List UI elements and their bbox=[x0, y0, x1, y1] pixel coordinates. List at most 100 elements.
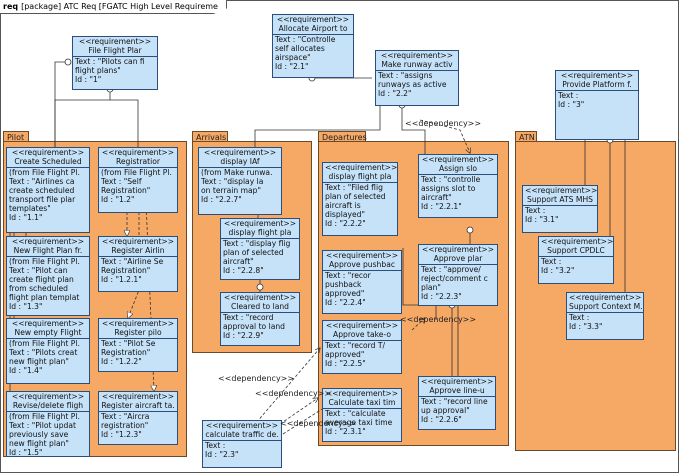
req-text: Text : "approve/ reject/comment c plan" bbox=[421, 265, 488, 292]
containment-line bbox=[402, 248, 418, 306]
req-name: Allocate Airport to bbox=[273, 24, 353, 35]
req-text: Text : "record T/ approved" bbox=[325, 341, 386, 359]
req-calculate-traffic[interactable]: <<requirement>> calculate traffic de. Te… bbox=[202, 420, 282, 468]
req-name: Cleared to land bbox=[221, 302, 299, 313]
req-new-empty-flight[interactable]: <<requirement>> New empty Flight (from F… bbox=[6, 318, 90, 384]
dependency-arrow bbox=[279, 398, 318, 425]
req-new-flight-plan-from[interactable]: <<requirement>> New Flight Plan fr. (fro… bbox=[6, 236, 90, 316]
req-assign-slot[interactable]: <<requirement>> Assign slo Text : "contr… bbox=[418, 154, 498, 218]
req-file-flight-plan[interactable]: <<requirement>> File Flight Plar Text : … bbox=[72, 36, 158, 90]
req-id: Id : "1.2.1" bbox=[101, 275, 142, 284]
containment-anchor bbox=[64, 58, 72, 66]
req-stereotype: <<requirement>> bbox=[325, 251, 399, 260]
req-name: Make runway activ bbox=[376, 60, 458, 71]
req-stereotype: <<requirement>> bbox=[525, 186, 598, 195]
diagram-title: [package] ATC Req [FGATC High Level Requ… bbox=[21, 2, 218, 11]
req-text: (from Make runwa. Text : "display la on … bbox=[201, 168, 273, 195]
req-provide-platform[interactable]: <<requirement>> Provide Platform f. Text… bbox=[555, 70, 639, 140]
req-text: (from File Flight Pl. Text : "Pilot can … bbox=[9, 257, 80, 302]
req-name: Support Context M. bbox=[567, 302, 643, 313]
req-stereotype: <<requirement>> bbox=[101, 392, 175, 401]
req-stereotype: <<requirement>> bbox=[11, 319, 85, 328]
req-id: Id : "2.2.4" bbox=[325, 298, 366, 307]
req-text: Text : "record line up approval" bbox=[421, 397, 488, 415]
req-register-airline[interactable]: <<requirement>> Register Airlin Text : "… bbox=[98, 236, 178, 292]
req-stereotype: <<requirement>> bbox=[325, 389, 399, 398]
containment-line bbox=[401, 105, 426, 154]
req-stereotype: <<requirement>> bbox=[421, 377, 494, 386]
req-stereotype: <<requirement>> bbox=[541, 237, 614, 246]
req-cleared-to-land[interactable]: <<requirement>> Cleared to land Text : "… bbox=[220, 292, 300, 346]
req-text: (from File Flight Pl. Text : "Pilot upda… bbox=[9, 412, 80, 448]
req-name: Approve line-u bbox=[419, 386, 495, 397]
req-name: New empty Flight bbox=[7, 328, 89, 339]
req-text: Text : "Pilots can fi flight plans" bbox=[75, 57, 145, 75]
req-text: (from File Flight Pl. Text : "Self Regis… bbox=[101, 168, 172, 195]
req-id: Id : "2.2.3" bbox=[421, 292, 462, 301]
req-approve-lineup[interactable]: <<requirement>> Approve line-u Text : "r… bbox=[418, 376, 496, 430]
req-stereotype: <<requirement>> bbox=[421, 245, 495, 254]
req-name: Approve pushbac bbox=[323, 260, 401, 271]
req-id: Id : "1.5" bbox=[9, 448, 43, 457]
req-stereotype: <<requirement>> bbox=[325, 321, 399, 330]
req-name: Support CPDLC bbox=[539, 246, 613, 257]
req-id: Id : "1" bbox=[75, 75, 102, 84]
req-text: Text : bbox=[569, 313, 590, 322]
dependency-arrow bbox=[419, 119, 470, 153]
req-id: Id : "3.2" bbox=[541, 266, 575, 275]
req-text: Text : "Filed flig plan of selected airc… bbox=[325, 183, 386, 219]
req-approve-plan[interactable]: <<requirement>> Approve plar Text : "app… bbox=[418, 244, 498, 306]
req-id: Id : "2.3.1" bbox=[325, 427, 366, 436]
req-make-runway-active[interactable]: <<requirement>> Make runway activ Text :… bbox=[375, 50, 459, 106]
req-name: New Flight Plan fr. bbox=[7, 246, 89, 257]
req-text: Text : "assigns runways as active bbox=[378, 71, 447, 89]
req-id: Id : "2.2.7" bbox=[201, 195, 242, 204]
package-departures-tab: Departures bbox=[318, 131, 367, 142]
diagram-kind: req bbox=[3, 2, 19, 11]
req-id: Id : "2.2.6" bbox=[421, 415, 462, 424]
req-name: Support ATS MHS bbox=[523, 195, 597, 206]
req-text: Text : bbox=[558, 91, 579, 100]
req-stereotype: <<requirement>> bbox=[569, 293, 642, 302]
req-display-flight-plan-arrivals[interactable]: <<requirement>> display flight pla Text … bbox=[220, 218, 300, 280]
req-text: (from File Flight Pl. Text : "Airlines c… bbox=[9, 168, 80, 213]
req-id: Id : "2.1" bbox=[275, 62, 309, 71]
req-support-cpdlc[interactable]: <<requirement>> Support CPDLC Text : Id … bbox=[538, 236, 614, 284]
req-id: Id : "1.4" bbox=[9, 366, 43, 375]
req-text: Text : "Airline Se Registration" bbox=[101, 257, 164, 275]
req-calculate-taxi-time[interactable]: <<requirement>> Calculate taxi tim Text … bbox=[322, 388, 402, 442]
req-allocate-airport[interactable]: <<requirement>> Allocate Airport to Text… bbox=[272, 14, 354, 78]
req-registration[interactable]: <<requirement>> Registratior (from File … bbox=[98, 147, 178, 213]
req-approve-pushback[interactable]: <<requirement>> Approve pushbac Text : "… bbox=[322, 250, 402, 314]
req-name: File Flight Plar bbox=[73, 46, 157, 57]
req-name: Create Scheduled bbox=[7, 157, 89, 168]
req-stereotype: <<requirement>> bbox=[325, 163, 398, 172]
req-id: Id : "3" bbox=[558, 100, 585, 109]
req-text: Text : "record approval to land bbox=[223, 313, 285, 331]
req-text: Text : "display flig plan of selected ai… bbox=[223, 239, 291, 266]
req-stereotype: <<requirement>> bbox=[203, 148, 277, 157]
req-stereotype: <<requirement>> bbox=[78, 37, 152, 46]
req-display-flight-plan-departures[interactable]: <<requirement>> display flight pla Text … bbox=[322, 162, 398, 236]
dependency-label: <<dependency>> bbox=[280, 419, 357, 428]
req-text: Text : "Aircra registration" bbox=[101, 412, 150, 430]
req-stereotype: <<requirement>> bbox=[101, 237, 175, 246]
req-register-pilot[interactable]: <<requirement>> Register pilo Text : "Pi… bbox=[98, 318, 178, 372]
req-name: Revise/delete fligh bbox=[7, 401, 89, 412]
req-display-iaf[interactable]: <<requirement>> display IAf (from Make r… bbox=[198, 147, 282, 215]
req-text: Text : "Pilot Se Registration" bbox=[101, 339, 156, 357]
req-support-ats-mhs[interactable]: <<requirement>> Support ATS MHS Text : I… bbox=[522, 185, 598, 233]
req-name: Provide Platform f. bbox=[556, 80, 638, 91]
req-approve-takeoff[interactable]: <<requirement>> Approve take-o Text : "r… bbox=[322, 320, 402, 374]
req-text: Text : "controlle assigns slot to aircra… bbox=[421, 175, 481, 202]
req-create-scheduled[interactable]: <<requirement>> Create Scheduled (from F… bbox=[6, 147, 90, 233]
req-id: Id : "2.2.8" bbox=[223, 266, 264, 275]
req-id: Id : "2.2.2" bbox=[325, 219, 366, 228]
req-id: Id : "1.2.3" bbox=[101, 430, 142, 439]
req-revise-delete-flight[interactable]: <<requirement>> Revise/delete fligh (fro… bbox=[6, 391, 90, 457]
diagram-title-tab: req[package] ATC Req [FGATC High Level R… bbox=[0, 0, 227, 14]
req-register-aircraft[interactable]: <<requirement>> Register aircraft ta. Te… bbox=[98, 391, 178, 445]
req-support-context-management[interactable]: <<requirement>> Support Context M. Text … bbox=[566, 292, 644, 340]
containment-line bbox=[254, 105, 381, 147]
req-text: Text : bbox=[525, 206, 546, 215]
